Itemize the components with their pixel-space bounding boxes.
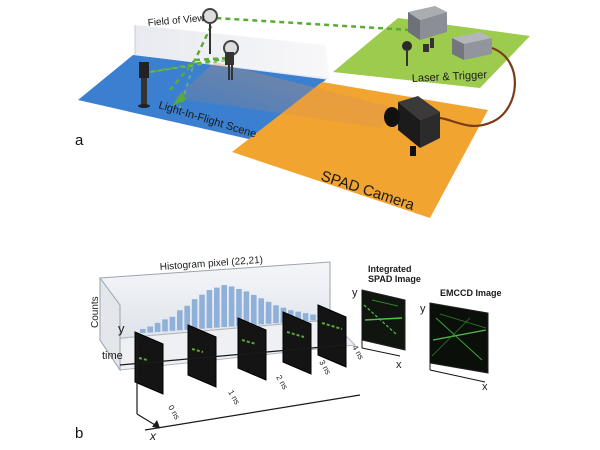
histogram-bar (236, 289, 242, 326)
emccd-image (429, 302, 489, 383)
emccd-x-label: x (482, 381, 488, 393)
integrated-x-label: x (396, 359, 402, 371)
histogram-bar (206, 290, 213, 329)
frame-time-label: 1 ns (226, 389, 241, 407)
histogram-bar (310, 314, 316, 321)
frame-time-label: 2 ns (274, 374, 289, 392)
histogram-bar (177, 310, 183, 331)
time-slice-frame (237, 317, 267, 381)
histogram-bar (169, 316, 176, 331)
time-slice-frame (282, 311, 312, 375)
histogram-bar (221, 285, 227, 327)
mirror-3-icon (138, 62, 150, 108)
integrated-spad-image (361, 289, 406, 357)
mirror-1-icon (202, 8, 218, 54)
frame-x-label: x (149, 429, 157, 443)
emccd-y-label: y (420, 303, 426, 315)
integrated-y-label: y (352, 287, 358, 299)
histogram-bar (265, 301, 272, 324)
emccd-title: EMCCD Image (440, 288, 502, 298)
trigger-cable (439, 46, 516, 127)
field-of-view-label: Field of View (147, 13, 206, 29)
lens-icon (402, 41, 412, 66)
histogram-bar (251, 294, 257, 325)
counts-axis-label: Counts (90, 296, 101, 328)
panel-b-letter: b (75, 425, 84, 442)
frame-time-label: 3 ns (317, 359, 332, 377)
panel-a-letter: a (75, 132, 84, 149)
histogram-bar (154, 322, 161, 332)
frame-light-pulse (138, 357, 148, 361)
laser-unit-icon (408, 6, 447, 52)
histogram-bar (295, 311, 301, 322)
histogram-bar (243, 291, 250, 326)
frame-light-pulse (321, 322, 343, 330)
integrated-title-2: SPAD Image (368, 274, 421, 284)
histogram-bar (140, 329, 146, 333)
frame-light-pulse (241, 339, 257, 345)
frame-time-label: 4 ns (350, 344, 365, 362)
x-axis-front (136, 335, 161, 429)
time-slice-frame (187, 324, 217, 388)
spad-camera-icon (384, 96, 440, 156)
frame-y-label: y (118, 321, 125, 336)
histogram-bar (147, 326, 153, 333)
histogram-bar (273, 305, 279, 324)
histogram-bar (191, 299, 198, 330)
frame-light-pulse (286, 331, 305, 338)
histogram-bar (302, 313, 309, 322)
time-slice-frame (317, 304, 347, 368)
histogram-bar (199, 294, 205, 329)
trigger-unit-icon (452, 32, 492, 60)
time-axis-label: time (102, 350, 123, 362)
histogram-bar (214, 287, 220, 328)
scatter-object-icon (172, 92, 186, 106)
histogram-bar (258, 298, 264, 325)
integrated-title-1: Integrated (368, 264, 412, 274)
histogram-bar (184, 305, 190, 330)
laser-trigger-label: Laser & Trigger (412, 69, 488, 85)
time-axis (119, 344, 361, 431)
frame-time-label: 0 ns (166, 404, 181, 422)
mirror-4-icon (225, 52, 234, 80)
histogram-bar (228, 286, 235, 327)
frame-light-pulse (191, 348, 204, 353)
histogram-bar (162, 319, 168, 332)
